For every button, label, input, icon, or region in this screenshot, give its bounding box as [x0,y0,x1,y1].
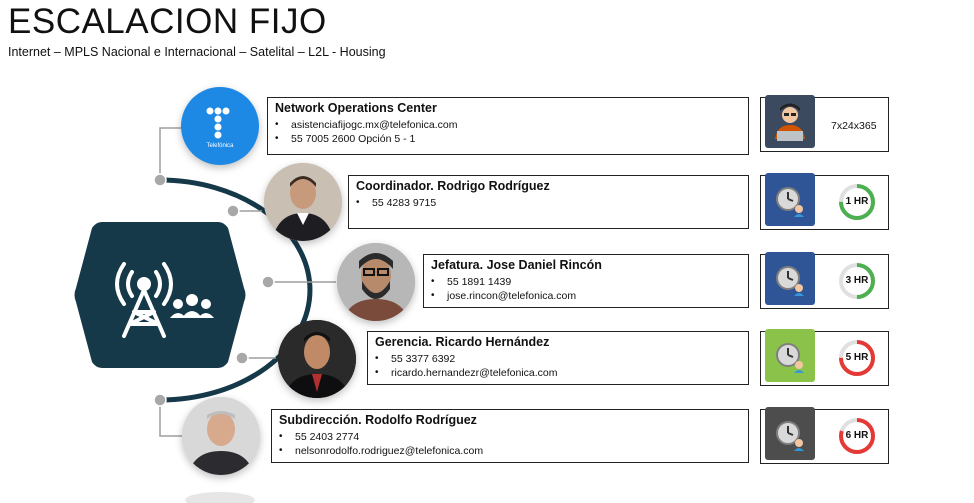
escalation-badge [765,252,815,305]
sla-text: 7x24x365 [831,120,877,132]
level-email[interactable]: ricardo.hernandezr@telefonica.com [375,366,741,380]
connector-dot-2 [226,204,240,218]
clock-gear-icon [776,187,804,217]
connector-dot-3 [261,275,275,289]
level-title: Gerencia. Ricardo Hernández [375,335,550,349]
level-card-subdireccion: Subdirección. Rodolfo Rodríguez 55 2403 … [271,409,749,463]
connector-dot-4 [235,351,249,365]
support-agent-icon [775,103,805,141]
escalation-badge [765,329,815,382]
sla-time: 1 HR [845,196,869,207]
telefonica-logo: Telefónica [181,87,259,165]
sla-ring-icon [839,418,875,454]
connector-line-1 [159,127,182,180]
connector-dot-1 [153,173,167,187]
sla-panel-coordinador: 1 HR [760,173,889,230]
shadow-blob [185,492,255,503]
clock-gear-icon [776,266,804,296]
sla-ring-icon [839,340,875,376]
clock-gear-icon [776,343,804,373]
connector-line-5 [159,400,182,437]
avatar-jose-daniel [337,243,415,321]
sla-time: 6 HR [845,430,869,441]
escalation-badge [765,407,815,460]
telefonica-logo-icon [206,107,230,139]
person-photo-icon [182,397,260,475]
level-phone: 55 3377 6392 [375,352,741,366]
avatar-rodolfo [182,397,260,475]
level-title: Jefatura. Jose Daniel Rincón [431,258,602,272]
escalation-arc [159,177,313,403]
level-title: Subdirección. Rodolfo Rodríguez [279,413,477,427]
sla-panel-jefatura: 3 HR [760,252,889,309]
logo-wordmark: Telefónica [206,143,234,149]
level-title: Coordinador. Rodrigo Rodríguez [356,179,550,193]
group-users-icon [170,294,214,318]
sla-panel-noc: 7x24x365 [760,95,889,152]
network-tower-hexagon [74,222,246,368]
page-title: ESCALACION FIJO [8,2,327,41]
person-photo-icon [264,163,342,241]
avatar-ricardo [278,320,356,398]
level-phone: 55 4283 9715 [356,196,741,210]
level-card-jefatura: Jefatura. Jose Daniel Rincón 55 1891 143… [423,254,749,308]
escalation-badge [765,173,815,226]
connector-dot-5 [153,393,167,407]
antenna-tower-icon [115,262,173,338]
level-card-coordinador: Coordinador. Rodrigo Rodríguez 55 4283 9… [348,175,749,229]
sla-ring-icon [839,184,875,220]
level-email[interactable]: nelsonrodolfo.rodriguez@telefonica.com [279,444,741,458]
sla-panel-subdireccion: 6 HR [760,407,889,464]
level-phone: 55 7005 2600 Opción 5 - 1 [275,132,741,146]
level-email[interactable]: jose.rincon@telefonica.com [431,289,741,303]
level-card-gerencia: Gerencia. Ricardo Hernández 55 3377 6392… [367,331,749,385]
sla-panel-gerencia: 5 HR [760,329,889,386]
level-card-noc: Network Operations Center asistenciafijo… [267,97,749,155]
noc-badge [765,95,815,148]
sla-time: 3 HR [845,275,869,286]
level-email[interactable]: asistenciafijogc.mx@telefonica.com [275,118,741,132]
level-title: Network Operations Center [275,101,437,115]
level-phone: 55 2403 2774 [279,430,741,444]
sla-ring-icon [839,263,875,299]
avatar-rodrigo [264,163,342,241]
page-subtitle: Internet – MPLS Nacional e Internacional… [8,45,386,59]
person-photo-icon [337,243,415,321]
clock-gear-icon [776,421,804,451]
level-phone: 55 1891 1439 [431,275,741,289]
person-photo-icon [278,320,356,398]
sla-time: 5 HR [845,352,869,363]
